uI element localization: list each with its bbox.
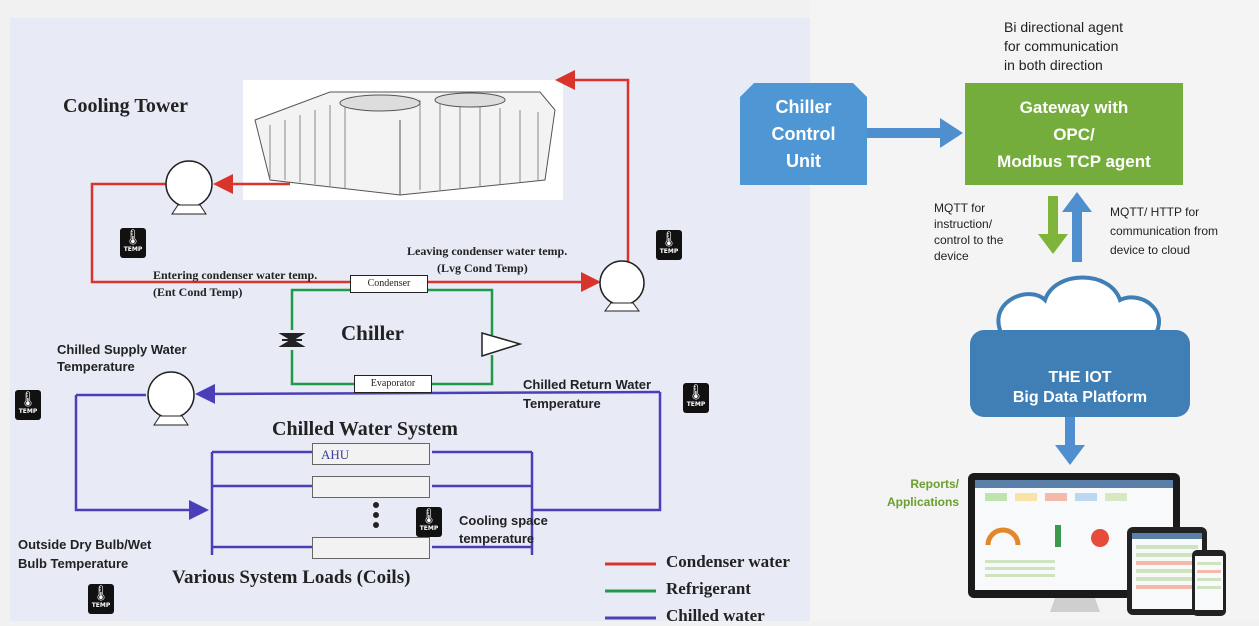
cooling-tower-title: Cooling Tower xyxy=(63,95,189,117)
chilled-return-label: Chilled Return Water xyxy=(523,377,652,392)
condenser-water-loop xyxy=(90,70,630,292)
chilled-water-system-title: Chilled Water System xyxy=(272,418,458,440)
mqtt-up-note: MQTT/ HTTP for communication from device… xyxy=(1110,205,1219,257)
chilled-supply-label: Chilled Supply Water xyxy=(57,342,187,357)
outside-temp-label-2: Bulb Temperature xyxy=(18,556,129,571)
entering-temp-abbr: (Ent Cond Temp) xyxy=(153,285,243,299)
thermometer-icon-5: 🌡TEMP xyxy=(416,507,442,537)
thermometer-icon-1: 🌡TEMP xyxy=(120,228,146,258)
refrigerant-loop xyxy=(290,288,494,386)
entering-temp-label: Entering condenser water temp. xyxy=(153,268,318,282)
cloud-shape xyxy=(996,275,1162,343)
chilled-return-label-2: Temperature xyxy=(523,396,601,411)
pump-chilled xyxy=(147,371,195,426)
various-loads-title: Various System Loads (Coils) xyxy=(172,567,411,588)
pump-cooling-tower xyxy=(165,160,213,215)
leaving-temp-abbr: (Lvg Cond Temp) xyxy=(437,261,528,275)
thermometer-icon-3: 🌡TEMP xyxy=(15,390,41,420)
arrow-gateway-to-cloud xyxy=(1038,196,1068,254)
chilled-supply-label-2: Temperature xyxy=(57,359,135,374)
legend-condenser-water: Condenser water xyxy=(666,552,790,571)
cooling-space-label-2: temperature xyxy=(459,531,535,546)
compressor xyxy=(481,332,523,358)
condenser-box: Condenser xyxy=(350,275,428,293)
coil-box-3 xyxy=(312,537,430,559)
leaving-temp-label: Leaving condenser water temp. xyxy=(407,244,568,258)
reports-phone xyxy=(1192,550,1226,616)
legend-refrigerant: Refrigerant xyxy=(666,579,751,598)
expansion-valve xyxy=(278,333,306,347)
evaporator-box: Evaporator xyxy=(354,375,432,393)
arrow-control-to-gateway xyxy=(867,118,963,148)
cooling-tower-image xyxy=(243,80,563,200)
coil-box-2 xyxy=(312,476,430,498)
gateway-box[interactable]: Gateway with OPC/ Modbus TCP agent xyxy=(965,83,1183,185)
ahu-box: AHU xyxy=(312,443,430,465)
arrow-cloud-to-gateway xyxy=(1062,192,1092,262)
cooling-space-label: Cooling space xyxy=(459,513,548,528)
legend-chilled-water: Chilled water xyxy=(666,606,765,625)
outside-temp-label: Outside Dry Bulb/Wet xyxy=(18,537,152,552)
legend-lines xyxy=(605,562,656,620)
thermometer-icon-6: 🌡TEMP xyxy=(88,584,114,614)
coil-ellipsis xyxy=(373,502,379,528)
thermometer-icon-2: 🌡TEMP xyxy=(656,230,682,260)
chiller-control-unit-box[interactable]: Chiller Control Unit xyxy=(740,83,867,185)
bidirectional-note: Bi directional agent for communication i… xyxy=(1004,19,1124,73)
mqtt-down-note: MQTT for instruction/ control to the dev… xyxy=(934,201,1004,263)
pump-condenser xyxy=(599,260,645,312)
chilled-water-loop xyxy=(74,383,662,555)
reports-label: Reports/ Applications xyxy=(886,477,959,509)
thermometer-icon-4: 🌡TEMP xyxy=(683,383,709,413)
reports-tablet xyxy=(1127,527,1207,615)
iot-platform-label: THE IOT Big Data Platform xyxy=(1012,369,1148,406)
iot-platform-box[interactable] xyxy=(970,330,1190,417)
arrow-cloud-to-reports xyxy=(1055,417,1085,465)
chiller-title: Chiller xyxy=(341,321,404,345)
